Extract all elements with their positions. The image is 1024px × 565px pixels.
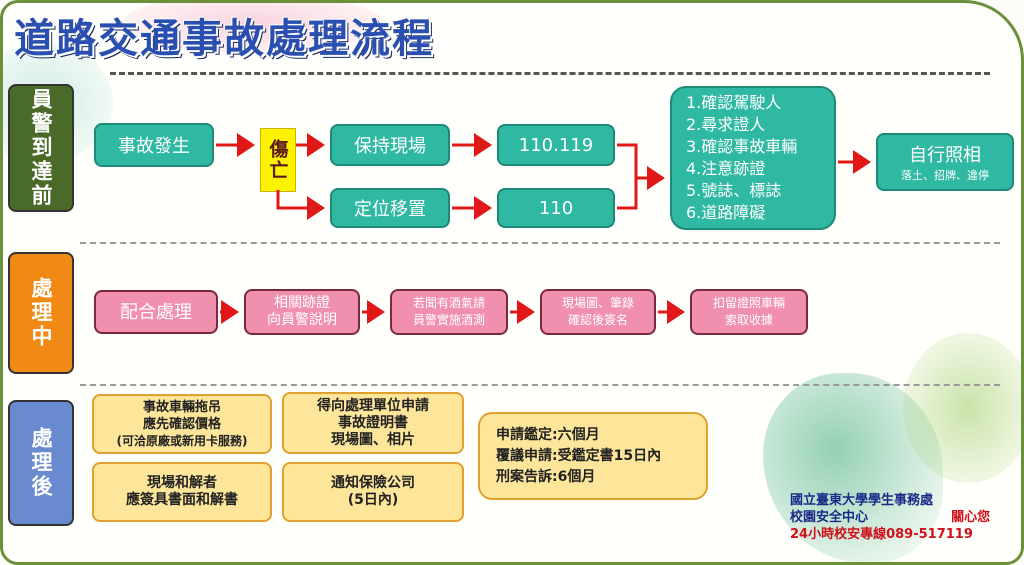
page-title: 道路交通事故處理流程	[14, 16, 434, 62]
checklist-item: 2.尋求證人	[686, 115, 766, 134]
step-evidence: 相關跡證 向員警說明	[244, 289, 360, 335]
step-keep-scene: 保持現場	[330, 124, 450, 166]
text-line: 若聞有酒氣請	[412, 296, 485, 310]
text-line: 刑案告訴:6個月	[496, 468, 596, 485]
photo-title: 自行照相	[909, 145, 981, 166]
step-alcohol: 若聞有酒氣請 員警實施酒測	[390, 289, 508, 335]
footer: 國立臺東大學學生事務處 校園安全中心 關心您 24小時校安專線089-51711…	[790, 492, 990, 543]
text-line: 覆議申請:受鑑定書15日內	[496, 447, 662, 464]
text-line: 索取收據	[724, 313, 773, 327]
divider	[80, 384, 1000, 386]
text-line: (5日內)	[347, 492, 399, 508]
footer-line: 校園安全中心 關心您	[790, 509, 990, 526]
step-accident: 事故發生	[94, 123, 214, 167]
photo-subtitle: 落土、招牌、違停	[901, 169, 989, 182]
decorative-splash	[903, 333, 1021, 483]
phase-during-label: 處理中	[8, 252, 74, 374]
text-line: 應先確認價格	[142, 416, 221, 432]
footer-org: 國立臺東大學學生事務處	[790, 493, 934, 508]
text-line: 得向處理單位申請	[317, 397, 429, 414]
text-line: 事故證明書	[338, 414, 408, 431]
text-line: 扣留證照車輛	[712, 296, 785, 310]
step-police: 110	[497, 188, 615, 228]
text-line: 申請鑑定:六個月	[496, 426, 600, 443]
phase-before-label: 員警到達前	[8, 84, 74, 212]
text-line: 通知保險公司	[331, 475, 415, 491]
divider	[80, 242, 1000, 244]
step-license: 扣留證照車輛 索取收據	[690, 289, 808, 335]
text-line: 現場和解者	[147, 475, 217, 491]
checklist-box: 1.確認駕駛人 2.尋求證人 3.確認事故車輛 4.注意跡證 5.號誌、標誌 6…	[670, 86, 836, 230]
info-certificate: 得向處理單位申請 事故證明書 現場圖、相片	[282, 392, 464, 454]
footer-hotline: 24小時校安專線089-517119	[790, 527, 973, 542]
decorative-splash	[123, 3, 383, 53]
text-line: 員警實施酒測	[412, 313, 485, 327]
text-line: (可洽原廠或新用卡服務)	[116, 433, 248, 448]
checklist-item: 1.確認駕駛人	[686, 93, 782, 112]
footer-care: 關心您	[951, 510, 991, 525]
text-line: 現場圖、相片	[331, 431, 415, 448]
info-deadlines: 申請鑑定:六個月 覆議申請:受鑑定書15日內 刑案告訴:6個月	[478, 412, 708, 500]
checklist-item: 5.號誌、標誌	[686, 181, 782, 200]
text-line: 事故車輛拖吊	[142, 399, 221, 415]
checklist-item: 4.注意跡證	[686, 159, 766, 178]
text-line: 應簽具書面和解書	[126, 492, 238, 508]
text-line: 現場圖、筆錄	[561, 296, 634, 310]
divider	[110, 72, 990, 75]
info-tow: 事故車輛拖吊 應先確認價格 (可洽原廠或新用卡服務)	[92, 394, 272, 454]
info-insurance: 通知保險公司 (5日內)	[282, 462, 464, 522]
step-sign: 現場圖、筆錄 確認後簽名	[540, 289, 656, 335]
checklist-item: 6.道路障礙	[686, 203, 766, 222]
arrow-line	[617, 143, 638, 210]
arrow-line	[276, 190, 325, 220]
footer-center: 校園安全中心	[790, 510, 869, 525]
info-settle: 現場和解者 應簽具書面和解書	[92, 462, 272, 522]
step-move: 定位移置	[330, 188, 450, 228]
text-line: 向員警說明	[267, 312, 337, 328]
step-hotline: 110.119	[497, 124, 615, 166]
text-line: 相關跡證	[274, 295, 330, 311]
step-cooperate: 配合處理	[94, 290, 218, 334]
text-line: 確認後簽名	[567, 313, 628, 327]
phase-after-label: 處理後	[8, 400, 74, 526]
casualty-badge: 傷亡	[260, 128, 296, 192]
step-photo: 自行照相 落土、招牌、違停	[876, 133, 1014, 191]
checklist-item: 3.確認事故車輛	[686, 137, 798, 156]
